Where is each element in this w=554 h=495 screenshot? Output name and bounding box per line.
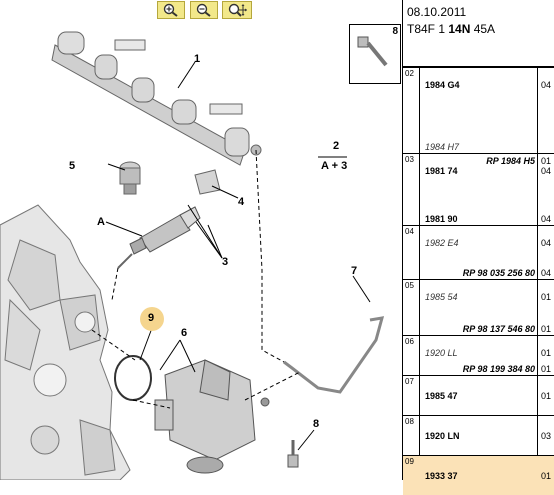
engine-block-illustration [0, 204, 131, 481]
injector-illustration [117, 206, 201, 269]
callout-7[interactable]: 7 [351, 265, 358, 277]
parts-list-panel: 08.10.2011 T84F 1 14N 45A 02 1984 G4 04 198… [402, 0, 554, 495]
quantity: 04 [541, 268, 552, 278]
zoom-move-button[interactable] [222, 1, 252, 19]
parts-illustration [0, 31, 385, 481]
callout-a[interactable]: A [97, 216, 105, 228]
quantity: 04 [541, 238, 552, 248]
callout-1[interactable]: 1 [194, 53, 201, 65]
bolt-thumbnail-icon [357, 36, 388, 67]
parts-row-07[interactable]: 07 1985 47 01 [403, 375, 554, 415]
exploded-parts-diagram[interactable]: 1 2 A + 3 4 5 A 3 7 9 6 8 [0, 20, 402, 481]
clip-illustration [194, 169, 221, 195]
parts-row-09[interactable]: 09 1933 37 01 [403, 455, 554, 495]
quantity: 01 [541, 292, 552, 302]
parts-row-02[interactable]: 02 1984 G4 04 1984 H7 RP 1984 H5 01 [403, 67, 554, 166]
parts-row-04[interactable]: 04 1982 E4 04 RP 98 035 256 80 04 [403, 225, 554, 279]
part-reference[interactable]: 1981 74 [425, 166, 458, 176]
replacement-part-number[interactable]: RP 1984 H5 [486, 156, 535, 166]
column-divider [537, 67, 538, 481]
quantity: 04 [541, 166, 552, 176]
pressure-sensor-illustration [119, 161, 141, 195]
magnifier-minus-icon [196, 3, 211, 17]
part-reference[interactable]: 1985 47 [425, 391, 458, 401]
o-ring-illustration [114, 355, 152, 401]
row-number: 03 [405, 155, 414, 164]
parts-row-03[interactable]: 03 1981 74 04 1981 90 04 [403, 153, 554, 225]
vehicle-code: T84F 1 14N 45A [407, 22, 496, 36]
callout-4[interactable]: 4 [238, 196, 245, 208]
column-divider [419, 67, 420, 481]
row-number: 06 [405, 337, 414, 346]
callout-8[interactable]: 8 [313, 418, 320, 430]
replacement-part-number[interactable]: RP 98 035 256 80 [462, 268, 535, 278]
part-reference[interactable]: 1933 37 [425, 471, 458, 481]
callout-5[interactable]: 5 [69, 160, 76, 172]
part-reference[interactable]: 1984 H7 [425, 142, 460, 152]
part-reference[interactable]: 1920 LL [425, 348, 458, 358]
leader-lines [105, 61, 371, 451]
callout-6[interactable]: 6 [181, 327, 188, 339]
quantity: 04 [541, 214, 552, 224]
replacement-part-number[interactable]: RP 98 137 546 80 [462, 324, 535, 334]
quantity: 01 [541, 156, 552, 166]
part-thumbnail[interactable]: 8 [349, 24, 401, 84]
zoom-out-button[interactable] [190, 1, 218, 19]
zoom-in-button[interactable] [157, 1, 185, 19]
part-reference[interactable]: 1920 LN [425, 431, 460, 441]
row-number: 05 [405, 281, 414, 290]
part-reference[interactable]: 1984 G4 [425, 80, 460, 90]
callout-highlight [140, 307, 164, 331]
replacement-part-number[interactable]: RP 98 199 384 80 [462, 364, 535, 374]
callout-a-plus-3[interactable]: A + 3 [321, 160, 348, 172]
row-number: 07 [405, 377, 414, 386]
magnifier-plus-icon [163, 3, 178, 17]
row-number: 04 [405, 227, 414, 236]
high-pressure-pump-illustration [154, 359, 270, 474]
catalog-date: 08.10.2011 [407, 5, 467, 19]
dash-lines [91, 149, 301, 409]
fuel-rail-illustration [51, 31, 262, 166]
part-reference[interactable]: 1985 54 [425, 292, 458, 302]
quantity: 03 [541, 431, 552, 441]
parts-row-08[interactable]: 08 1920 LN 03 [403, 415, 554, 455]
magnifier-move-icon [228, 3, 247, 17]
row-number: 09 [405, 457, 414, 466]
zoom-toolbar [0, 0, 402, 20]
callout-2[interactable]: 2 [333, 140, 340, 152]
quantity: 01 [541, 471, 552, 481]
parts-row-06[interactable]: 06 1920 LL 01 RP 98 199 384 80 01 [403, 335, 554, 375]
parts-row-05[interactable]: 05 1985 54 01 RP 98 137 546 80 01 [403, 279, 554, 335]
quantity: 01 [541, 348, 552, 358]
row-number: 08 [405, 417, 414, 426]
quantity: 01 [541, 324, 552, 334]
part-reference[interactable]: 1982 E4 [425, 238, 459, 248]
part-reference[interactable]: 1981 90 [425, 214, 458, 224]
fuel-line-illustration [283, 316, 385, 394]
row-number: 02 [405, 69, 414, 78]
callout-9[interactable]: 9 [148, 312, 155, 324]
callout-3[interactable]: 3 [222, 256, 229, 268]
quantity: 01 [541, 364, 552, 374]
bolt-illustration [287, 440, 299, 468]
quantity: 01 [541, 391, 552, 401]
quantity: 04 [541, 80, 552, 90]
